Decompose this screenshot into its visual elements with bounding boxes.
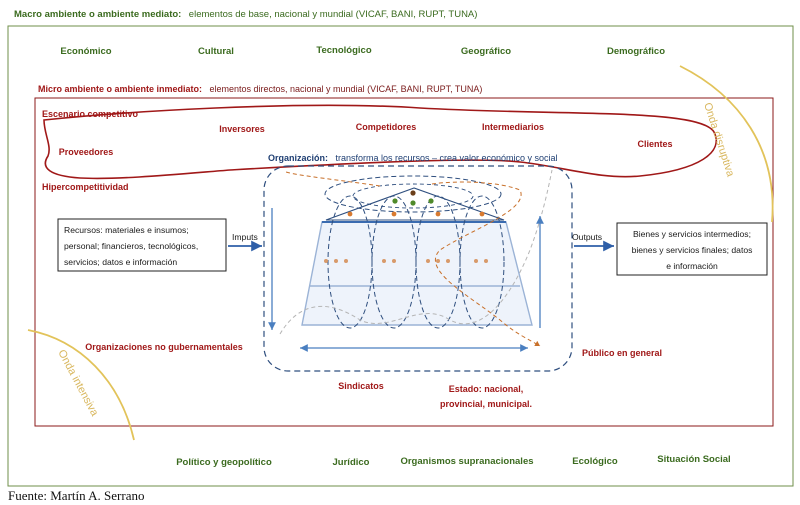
factor-politico: Político y geopolítico bbox=[176, 457, 272, 468]
factor-juridico: Jurídico bbox=[333, 457, 370, 468]
estado-line2: provincial, municipal. bbox=[440, 399, 532, 409]
ong: Organizaciones no gubernamentales bbox=[85, 342, 243, 352]
outputs-label: Outputs bbox=[572, 232, 602, 242]
member-dots bbox=[324, 190, 488, 263]
top-ellipse-inner bbox=[352, 183, 474, 209]
publico-general: Público en general bbox=[582, 348, 662, 358]
organization-box bbox=[263, 165, 573, 372]
macro-title: Macro ambiente o ambiente mediato: eleme… bbox=[14, 4, 477, 21]
macro-frame bbox=[7, 25, 794, 487]
grey-flow-line bbox=[279, 169, 553, 335]
competidores: Competidores bbox=[356, 122, 417, 132]
factor-demografico: Demográfico bbox=[607, 46, 665, 57]
clientes: Clientes bbox=[637, 139, 672, 149]
outputs-line-2: bienes y servicios finales; datos bbox=[632, 245, 753, 255]
factor-ecologico: Ecológico bbox=[572, 456, 618, 467]
inputs-box bbox=[57, 218, 227, 272]
outputs-line-3: e información bbox=[666, 261, 718, 271]
outputs-box bbox=[616, 222, 768, 276]
intermediarios: Intermediarios bbox=[482, 122, 544, 132]
factor-geografico: Geográfico bbox=[461, 46, 511, 57]
factor-economico: Económico bbox=[60, 46, 111, 57]
inputs-line-3: servicios; datos e información bbox=[64, 257, 177, 267]
onda-intensiva-arc bbox=[27, 329, 135, 441]
top-ellipse bbox=[324, 175, 502, 213]
inputs-line-2: personal; financieros, tecnológicos, bbox=[64, 241, 198, 251]
sindicatos: Sindicatos bbox=[338, 381, 384, 391]
inputs-line-1: Recursos: materiales e insumos; bbox=[64, 225, 189, 235]
onda-disruptiva-arc bbox=[679, 65, 774, 223]
inversores: Inversores bbox=[219, 124, 265, 134]
factor-situacion-social: Situación Social bbox=[657, 454, 730, 465]
onda-disruptiva-label: Onda disruptiva bbox=[701, 101, 736, 179]
micro-frame bbox=[34, 97, 774, 427]
competitive-scenario-outline bbox=[43, 104, 717, 180]
hipercompetitividad: Hipercompetitividad bbox=[42, 182, 129, 192]
source-caption: Fuente: Martín A. Serrano bbox=[8, 488, 145, 503]
factor-cultural: Cultural bbox=[198, 46, 234, 57]
proveedores: Proveedores bbox=[59, 147, 114, 157]
escenario-competitivo: Escenario competitivo bbox=[42, 109, 139, 119]
department-ellipse-4 bbox=[459, 195, 505, 329]
factor-tecnologico: Tecnológico bbox=[316, 45, 371, 56]
organization-title: Organización: transforma los recursos – … bbox=[268, 148, 558, 165]
orange-flow-line bbox=[285, 171, 540, 346]
outputs-line-1: Bienes y servicios intermedios; bbox=[633, 229, 751, 239]
inputs-label: Imputs bbox=[232, 232, 258, 242]
factor-organismos: Organismos supranacionales bbox=[400, 456, 533, 467]
estado-line1: Estado: nacional, bbox=[449, 384, 524, 394]
micro-title: Micro ambiente o ambiente inmediato: ele… bbox=[38, 79, 482, 96]
onda-intensiva-label: Onda intensiva bbox=[55, 348, 100, 419]
